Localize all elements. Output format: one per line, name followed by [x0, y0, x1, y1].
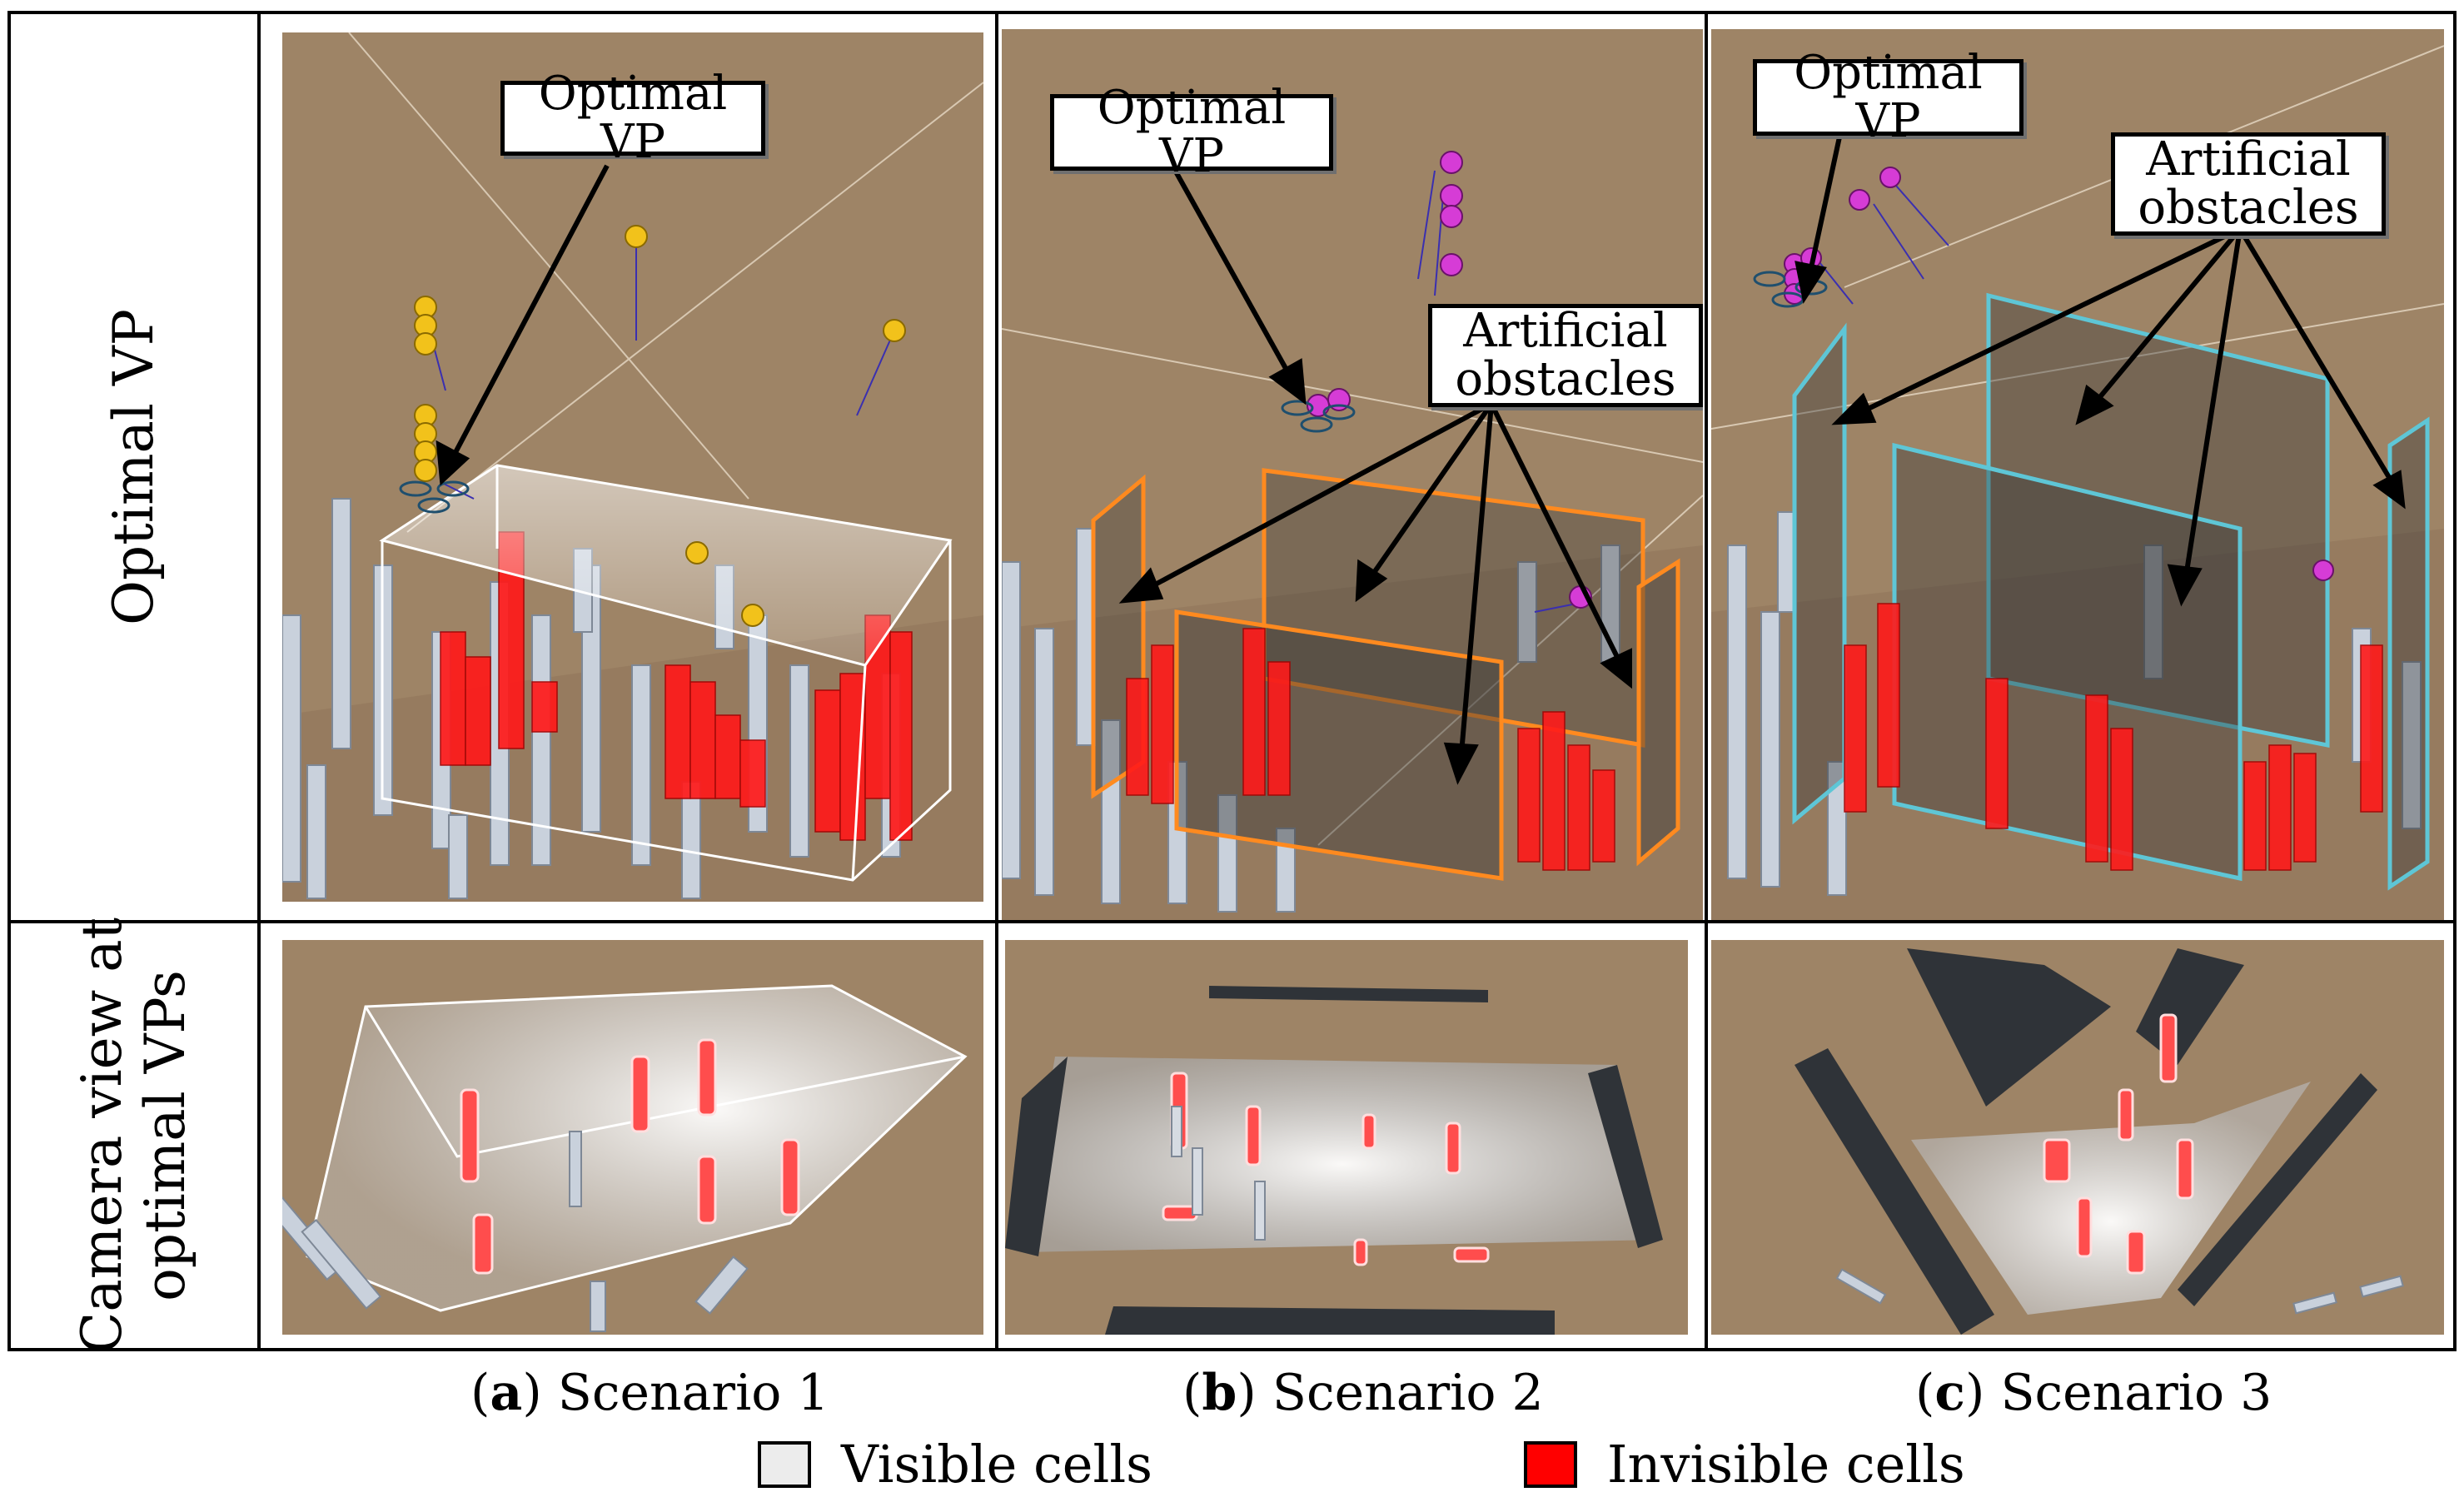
invisible-cells [1126, 628, 1615, 871]
vp-candidates [414, 225, 906, 627]
grid-divider-col3 [1705, 14, 1708, 1348]
panel-b-optimal-vp: Optimal VP Artificial obstacles [1002, 29, 1703, 920]
panel-c-optimal-vp: Optimal VP Artificial obstacles [1711, 29, 2444, 920]
callout-optimal-vp-c: Optimal VP [1753, 49, 2023, 146]
legend-label-invisible: Invisible cells [1607, 1434, 1965, 1495]
caption-scenario-1: (a) Scenario 1 [470, 1364, 829, 1422]
caption-text-b: Scenario 2 [1272, 1364, 1544, 1422]
scene-b-bottom [1005, 940, 1688, 1335]
caption-letter-a: a [490, 1364, 523, 1422]
scene-a-bottom [282, 940, 983, 1335]
legend-label-visible: Visible cells [841, 1434, 1152, 1495]
callout-artificial-obstacles-b: Artificial obstacles [1428, 304, 1703, 407]
drone-icon [1281, 400, 1356, 433]
obstacles-c [1792, 292, 2430, 891]
callout-optimal-vp-a: Optimal VP [500, 70, 765, 167]
arrows-c [1794, 132, 2406, 607]
grid-divider-col1 [257, 14, 261, 1348]
grid-divider-row [11, 920, 2453, 923]
figure-grid: Optimal VP Camera view at optimal VPs [7, 11, 2457, 1354]
scene-a-top [282, 32, 983, 902]
obstacles-b-view [1005, 986, 1663, 1335]
arrow-optimal-vp-a [436, 164, 610, 486]
invisible-cells [440, 531, 913, 841]
invisible-cells [2043, 1013, 2194, 1275]
legend-visible-cells: Visible cells [758, 1434, 1152, 1495]
callout-artificial-obstacles-c: Artificial obstacles [2111, 132, 2386, 236]
caption-letter-c: c [1934, 1364, 1965, 1422]
invisible-cells [1162, 1072, 1490, 1266]
invisible-cells [460, 1038, 800, 1275]
panel-b-camera-view [1005, 940, 1688, 1335]
row-label-optimal-vp: Optimal VP [11, 14, 257, 920]
scene-c-top [1711, 29, 2444, 920]
row-label-bottom-line2: optimal VPs [133, 970, 198, 1301]
invisible-cells [1844, 603, 2383, 871]
legend-swatch-invisible [1524, 1440, 1577, 1488]
row-label-top-text: Optimal VP [102, 308, 166, 626]
arrows-b [1118, 157, 1632, 785]
scene-c-bottom [1711, 940, 2444, 1335]
legend-swatch-visible [758, 1440, 811, 1488]
scene-b-top [1002, 29, 1703, 920]
panel-c-camera-view [1711, 940, 2444, 1335]
caption-text-a: Scenario 1 [557, 1364, 829, 1422]
panel-a-camera-view [282, 940, 983, 1335]
row-label-bottom-line1: Camera view at [70, 917, 135, 1355]
grid-divider-col2 [995, 14, 998, 1348]
caption-scenario-2: (b) Scenario 2 [1182, 1364, 1544, 1422]
panel-a-optimal-vp: Optimal VP [282, 32, 983, 902]
legend-invisible-cells: Invisible cells [1524, 1434, 1965, 1495]
caption-text-c: Scenario 3 [2000, 1364, 2272, 1422]
caption-letter-b: b [1202, 1364, 1237, 1422]
row-label-camera-view: Camera view at optimal VPs [11, 918, 257, 1354]
caption-scenario-3: (c) Scenario 3 [1915, 1364, 2272, 1422]
drone-icon [399, 480, 470, 514]
callout-optimal-vp-b: Optimal VP [1050, 84, 1333, 181]
